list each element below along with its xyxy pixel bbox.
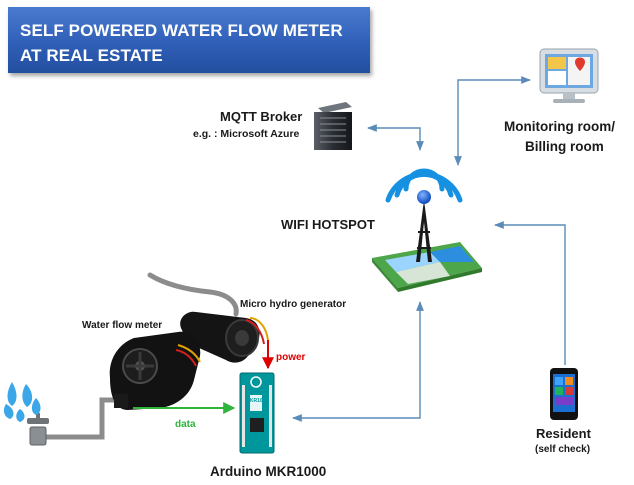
connector-mqtt-wifi [367, 124, 424, 151]
arduino-label: Arduino MKR1000 [210, 464, 327, 479]
resident-note: (self check) [535, 444, 591, 455]
power-label: power [276, 352, 306, 363]
mqtt-broker-label: MQTT Broker [220, 109, 303, 124]
monitor-icon [539, 48, 599, 103]
wifi-tower-icon [372, 168, 482, 292]
monitoring-label-line-1: Monitoring room/ [504, 119, 615, 134]
mqtt-broker-example: e.g. : Microsoft Azure [193, 128, 300, 140]
connector-arduino-wifi [292, 301, 424, 422]
water-pipe [41, 272, 239, 440]
water-splash-icon [3, 382, 41, 422]
monitoring-label-line-2: Billing room [525, 139, 604, 154]
data-label: data [175, 419, 196, 430]
connector-resident-wifi [494, 221, 566, 365]
arduino-board-icon [239, 372, 275, 454]
flow-meter-label: Water flow meter [82, 320, 163, 331]
hydro-generator-label: Micro hydro generator [240, 299, 347, 310]
arduino-board-text: MKR1000 [246, 398, 269, 404]
phone-icon [550, 368, 578, 420]
hydro-generator-icon [180, 311, 269, 363]
connectors [292, 76, 566, 422]
title-line-2: AT REAL ESTATE [20, 46, 163, 65]
resident-label: Resident [536, 426, 591, 441]
flow-meter-icon [109, 331, 201, 410]
wifi-hotspot-label: WIFI HOTSPOT [281, 217, 375, 232]
server-icon [314, 102, 352, 150]
connector-monitoring-wifi [454, 76, 531, 166]
title-line-1: SELF POWERED WATER FLOW METER [20, 21, 343, 40]
faucet-icon [27, 413, 49, 446]
title-banner: SELF POWERED WATER FLOW METER AT REAL ES… [8, 7, 370, 73]
